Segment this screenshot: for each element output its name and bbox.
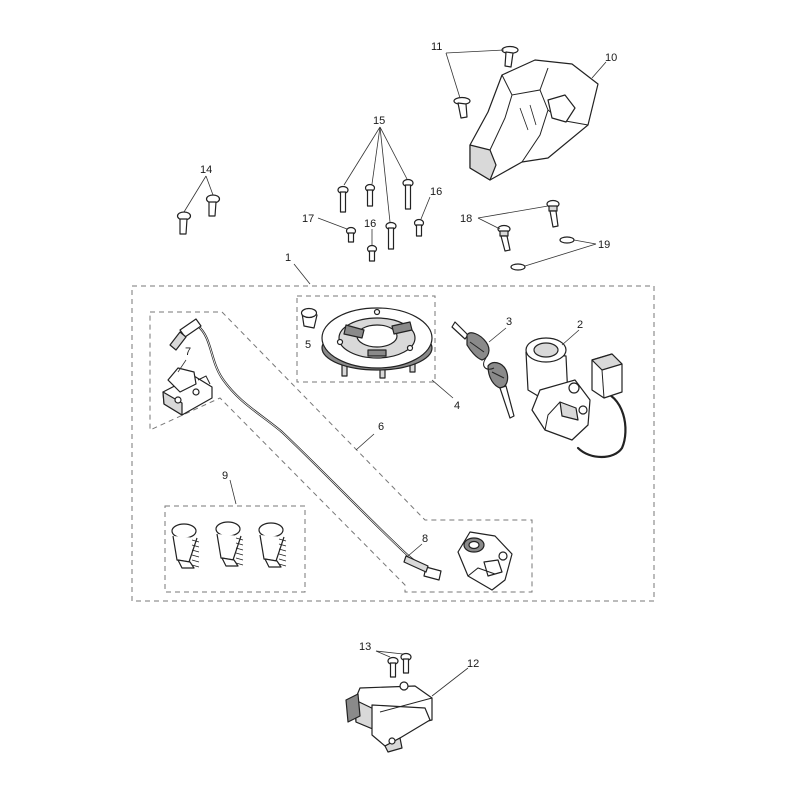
leader-4: [431, 379, 454, 399]
seat-lock-part-7: [162, 367, 213, 416]
lock-cylinder-part-9b: [215, 521, 244, 567]
leader-14b: [205, 175, 214, 196]
key-ring: [483, 357, 495, 370]
leader-12: [431, 667, 469, 697]
screw-part-13b: [400, 652, 412, 674]
callout-3: 3: [506, 316, 512, 328]
leader-8: [407, 543, 423, 557]
callout-2: 2: [577, 319, 583, 331]
callout-14: 14: [200, 164, 212, 176]
leader-3: [488, 327, 507, 343]
ignition-switch-part-2: [525, 337, 627, 459]
fuel-filler-cap: [321, 307, 433, 379]
washer-part-19a: [559, 236, 575, 244]
leader-1: [293, 263, 311, 285]
cable-part-6-highlight: [197, 325, 433, 573]
key-part-3b: [487, 361, 515, 419]
bolt-part-15d: [385, 221, 397, 250]
callout-6: 6: [378, 421, 384, 433]
leader-15c: [379, 126, 408, 180]
leader-15d: [379, 126, 391, 223]
callout-13: 13: [359, 641, 371, 653]
bolt-part-15a: [337, 185, 349, 213]
callout-10: 10: [605, 52, 617, 64]
cylinder-group-boundary-9: [164, 505, 306, 593]
bolt-part-16b: [366, 244, 378, 262]
cap-part-5: [300, 307, 318, 329]
leader-15b: [371, 126, 381, 185]
callout-19: 19: [598, 239, 610, 251]
key-part-3a: [451, 321, 490, 361]
leader-18a: [477, 217, 501, 230]
screw-part-11a: [501, 45, 519, 68]
headstock-cover-part-10: [469, 59, 599, 181]
callout-18: 18: [460, 213, 472, 225]
callout-9: 9: [222, 470, 228, 482]
cable-end-fitting-lower: [403, 555, 442, 581]
callout-16b: 16: [364, 218, 376, 230]
callout-1: 1: [285, 252, 291, 264]
lock-cylinder-part-9c: [258, 522, 287, 568]
leader-19b: [524, 243, 597, 267]
leader-2: [561, 329, 580, 346]
callout-15: 15: [373, 115, 385, 127]
callout-5: 5: [305, 339, 311, 351]
screw-part-14b: [205, 194, 221, 217]
washer-part-19b: [510, 263, 526, 271]
callout-12: 12: [467, 658, 479, 670]
screw-part-13a: [387, 656, 399, 678]
kit-boundary-1: [131, 285, 655, 602]
leader-10: [591, 61, 607, 79]
leader-6: [355, 433, 375, 451]
callout-7: 7: [185, 346, 191, 358]
bolt-part-16a: [413, 218, 425, 237]
bolt-part-15c: [402, 178, 414, 210]
leader-lines: [177, 49, 607, 697]
callout-16a: 16: [430, 186, 442, 198]
bolt-part-18a: [497, 224, 511, 252]
screw-part-14a: [176, 211, 192, 235]
callout-11: 11: [431, 41, 442, 53]
leader-13b: [375, 650, 404, 655]
leader-16a: [420, 196, 431, 220]
leader-13a: [375, 650, 391, 658]
leader-17: [317, 217, 348, 230]
lock-cylinder-part-9a: [171, 523, 200, 569]
callout-17: 17: [302, 213, 314, 225]
bolt-part-15b: [364, 183, 376, 207]
leader-11b: [445, 52, 461, 99]
screw-part-11b: [453, 96, 471, 119]
callout-8: 8: [422, 533, 428, 545]
cable-group-boundary-6: [149, 311, 533, 593]
fuel-cap-group-boundary-4: [296, 295, 436, 383]
lock-mechanism: [457, 531, 513, 591]
leader-11a: [445, 49, 505, 54]
leader-14a: [183, 175, 207, 213]
bolt-part-17: [345, 226, 357, 243]
leader-9: [229, 479, 237, 505]
callout-labels: 1 2 3 4 5 6 7 8 9 10 11 12 13 14 15 16 1…: [185, 41, 617, 670]
leader-15a: [343, 126, 381, 186]
bolt-part-18b: [546, 199, 560, 228]
callout-4: 4: [454, 400, 460, 412]
leader-18b: [477, 205, 549, 219]
leader-19a: [573, 239, 597, 245]
module-part-12: [345, 681, 433, 753]
cable-end-fitting-upper: [169, 318, 202, 351]
leader-7: [177, 359, 187, 373]
